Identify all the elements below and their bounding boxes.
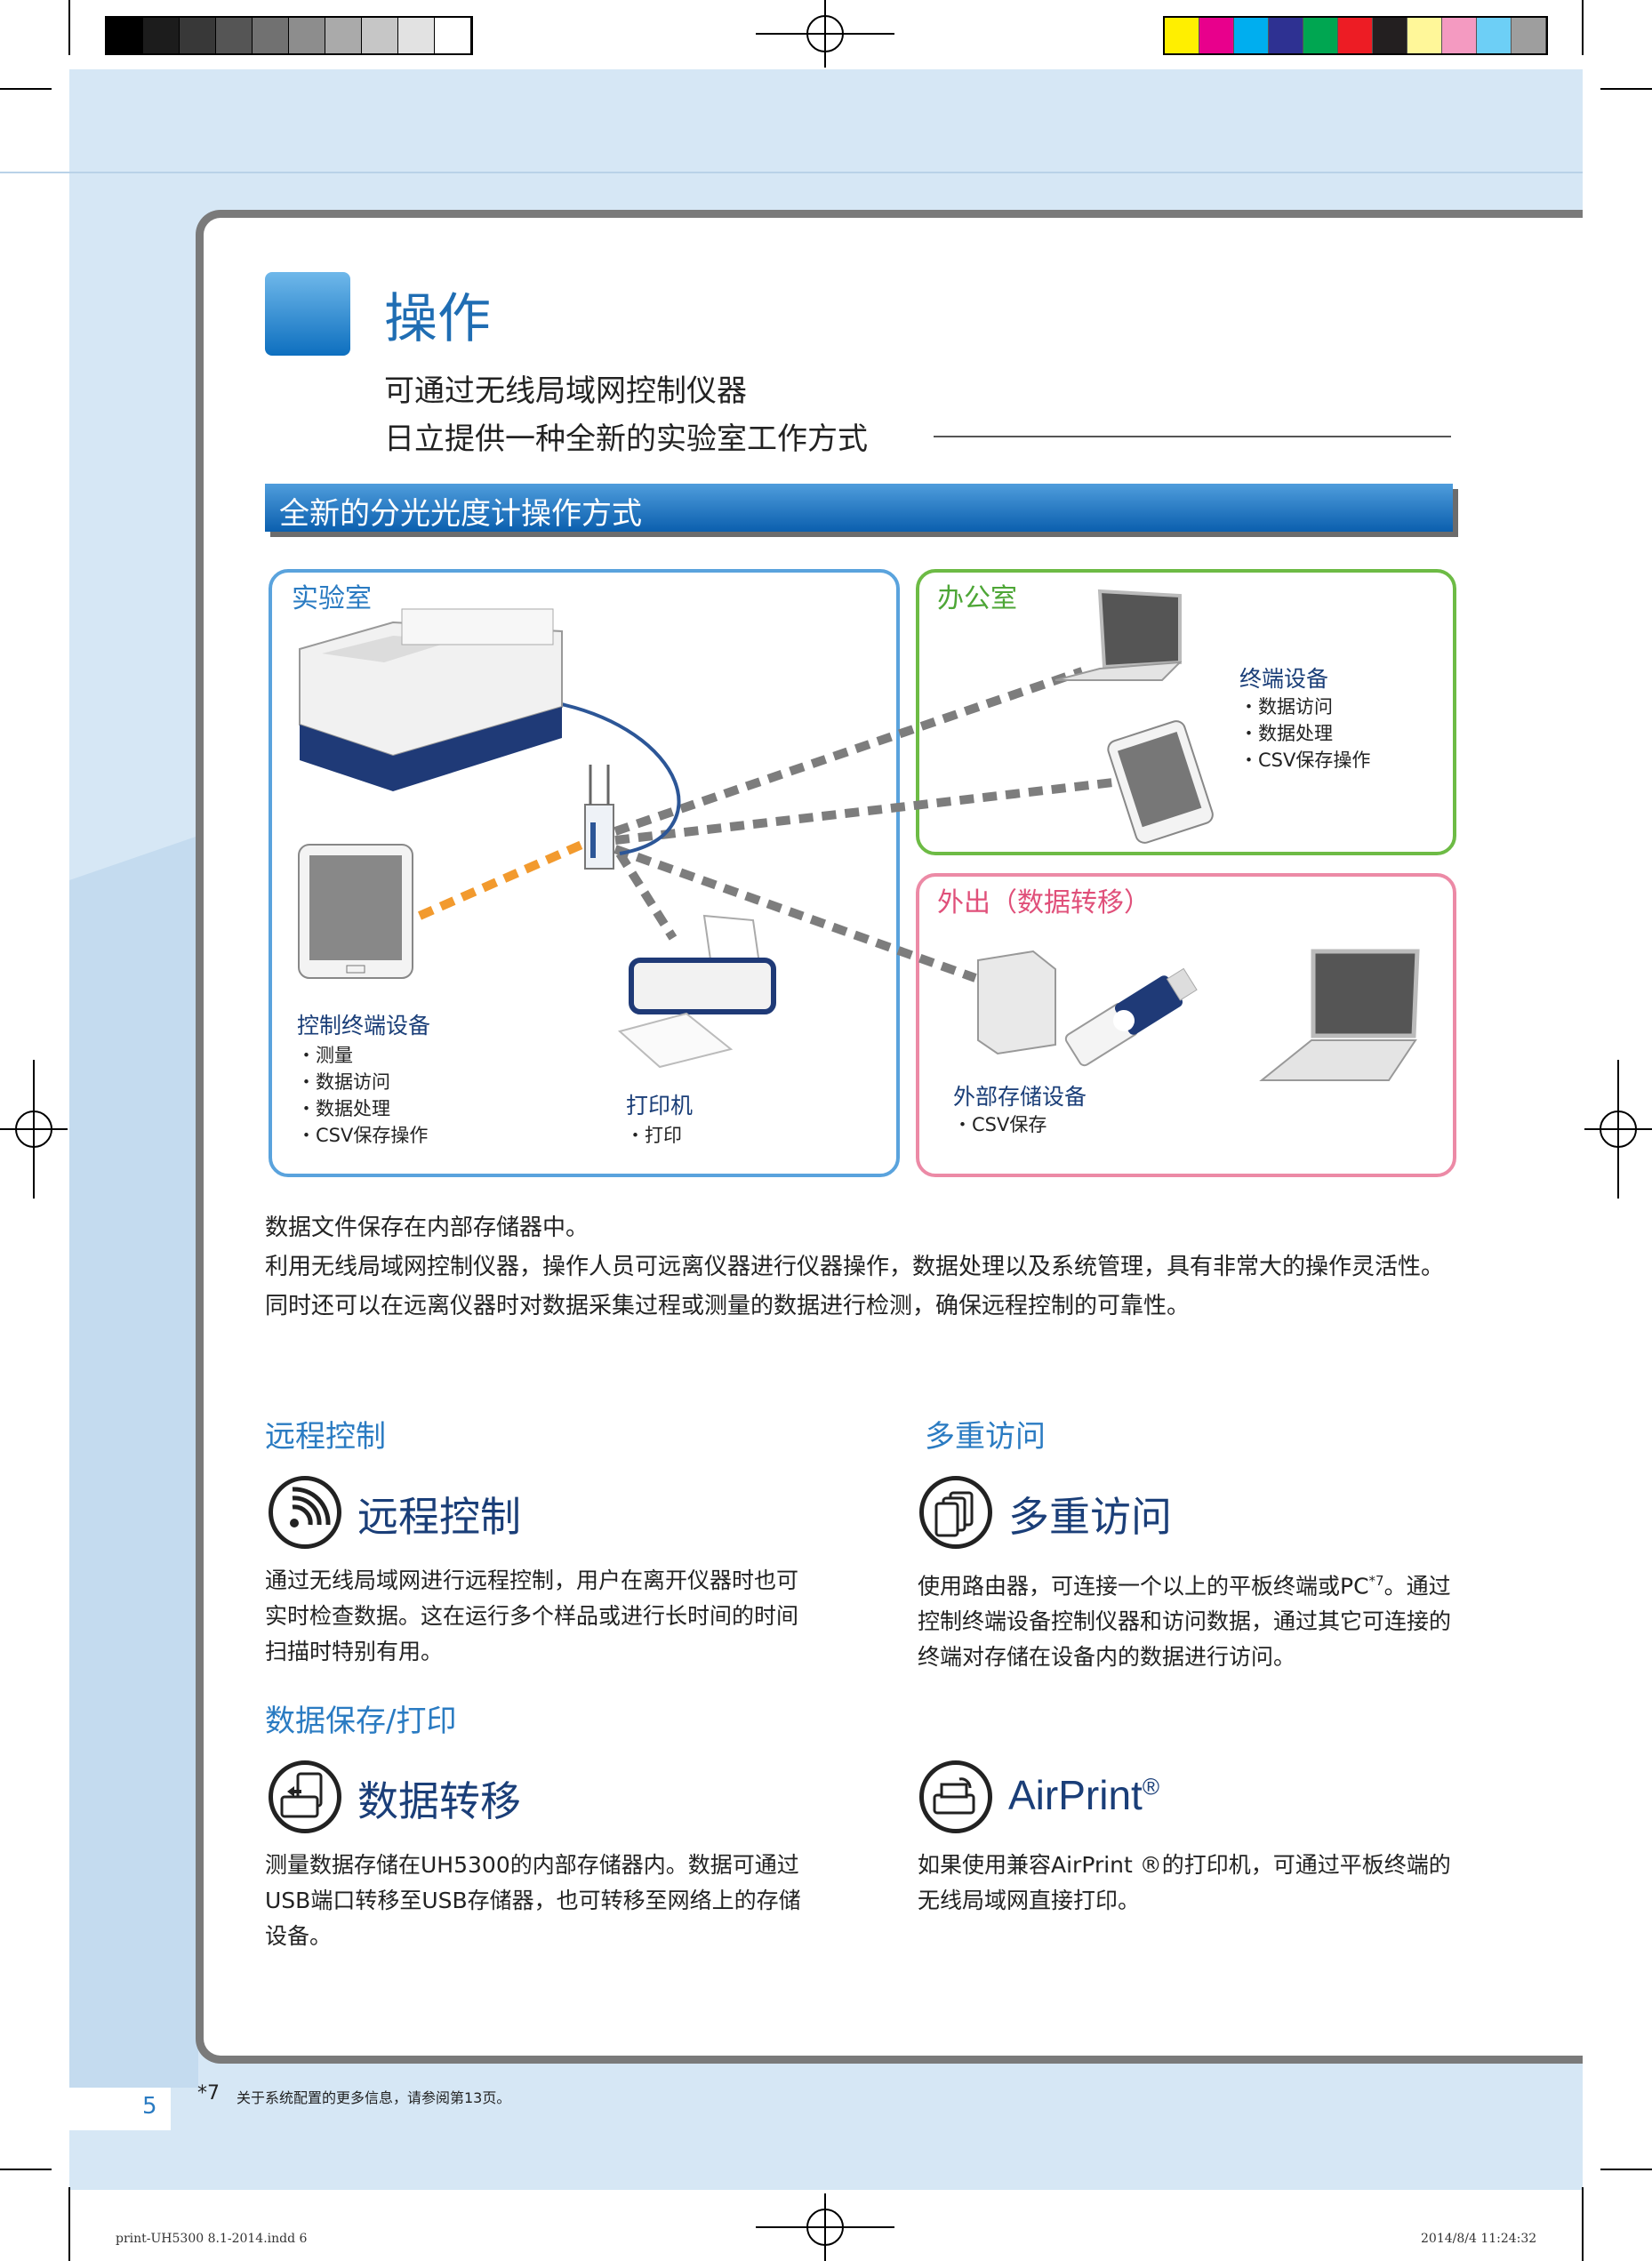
usb-stick-illustration xyxy=(1064,967,1198,1067)
subtitle-rule xyxy=(934,436,1451,437)
gray-swatch-7 xyxy=(362,18,398,53)
gray-swatch-8 xyxy=(398,18,435,53)
gray-swatch-0 xyxy=(107,18,143,53)
office-terminal-label: 终端设备 xyxy=(1239,666,1329,692)
multi-body-part-2: 。通过控制终端设备控制仪器和访问数据，通过其它可连接的终端对存储在设备内的数据进… xyxy=(918,1573,1452,1671)
multi-section-heading: 多重访问 xyxy=(925,1419,1046,1455)
color-swatch-1 xyxy=(1199,18,1234,53)
gray-swatch-3 xyxy=(216,18,253,53)
color-swatch-2 xyxy=(1234,18,1269,53)
multi-body: 使用路由器，可连接一个以上的平板终端或PC*7。通过控制终端设备控制仪器和访问数… xyxy=(918,1563,1462,1675)
color-swatch-8 xyxy=(1442,18,1477,53)
intro-paragraph-3: 同时还可以在远离仪器时对数据采集过程或测量的数据进行检测，确保远程控制的可靠性。 xyxy=(265,1293,1191,1319)
gray-calibration-bar xyxy=(105,16,473,55)
wifi-router-illustration xyxy=(584,765,614,870)
outside-title: 外出（数据转移） xyxy=(937,887,1151,918)
left-band-shade xyxy=(69,836,198,2088)
gray-swatch-6 xyxy=(325,18,362,53)
transfer-section-heading: 数据保存/打印 xyxy=(265,1704,457,1739)
section-banner: 全新的分光光度计操作方式 xyxy=(265,484,1453,532)
remote-section-heading: 远程控制 xyxy=(265,1419,386,1455)
lab-title: 实验室 xyxy=(292,583,372,614)
outside-laptop-illustration xyxy=(1259,949,1420,1081)
office-title: 办公室 xyxy=(937,583,1017,614)
airprint-title-text: AirPrint xyxy=(1008,1772,1143,1818)
color-swatch-9 xyxy=(1477,18,1512,53)
wifi-signal-icon xyxy=(269,1476,341,1549)
office-laptop-illustration xyxy=(1055,589,1183,681)
outside-box xyxy=(916,873,1456,1177)
multi-footnote-ref: *7 xyxy=(1368,1573,1384,1589)
airprint-title: AirPrint® xyxy=(1008,1771,1159,1819)
multi-title: 多重访问 xyxy=(1008,1493,1172,1541)
printer-bullets: ・打印 xyxy=(626,1125,682,1146)
intro-paragraph-2: 利用无线局域网控制仪器，操作人员可远离仪器进行仪器操作，数据处理以及系统管理，具… xyxy=(265,1254,1445,1280)
spectrophotometer-illustration xyxy=(299,608,563,795)
multi-tablet-icon xyxy=(919,1476,992,1549)
control-tablet-illustration xyxy=(298,844,413,979)
subtitle-line-1: 可通过无线局域网控制仪器 xyxy=(384,373,747,409)
data-transfer-icon xyxy=(269,1760,341,1833)
storage-bullets: ・CSV保存 xyxy=(953,1114,1047,1135)
color-swatch-5 xyxy=(1338,18,1373,53)
color-swatch-3 xyxy=(1269,18,1303,53)
gray-swatch-2 xyxy=(180,18,216,53)
office-box xyxy=(916,569,1456,855)
office-terminal-bullets: ・数据访问 ・数据处理 ・CSV保存操作 xyxy=(1239,696,1371,771)
header-divider xyxy=(0,172,1583,173)
footnote-mark: *7 xyxy=(197,2082,220,2105)
color-swatch-7 xyxy=(1407,18,1442,53)
transfer-body: 测量数据存储在UH5300的内部存储器内。数据可通过USB端口转移至USB存储器… xyxy=(265,1852,801,1949)
print-slug-filename: print-UH5300 8.1-2014.indd 6 xyxy=(116,2232,308,2246)
link-control-tablet xyxy=(417,831,605,920)
banner-text: 全新的分光光度计操作方式 xyxy=(279,496,642,532)
color-swatch-4 xyxy=(1303,18,1338,53)
remote-title: 远程控制 xyxy=(357,1493,521,1541)
remote-body: 通过无线局域网进行远程控制，用户在离开仪器时也可实时检查数据。这在运行多个样品或… xyxy=(265,1567,799,1664)
footnote-text: 关于系统配置的更多信息，请参阅第13页。 xyxy=(237,2089,511,2106)
office-tablet-illustration xyxy=(1107,720,1214,844)
multi-body-part-1: 使用路由器，可连接一个以上的平板终端或PC xyxy=(918,1573,1369,1600)
page-number-box xyxy=(69,2088,171,2130)
control-terminal-bullets: ・测量 ・数据访问 ・数据处理 ・CSV保存操作 xyxy=(297,1045,429,1146)
printer-label: 打印机 xyxy=(626,1093,694,1118)
gray-swatch-9 xyxy=(435,18,471,53)
link-storage xyxy=(613,845,977,982)
printer-wifi-icon xyxy=(919,1760,992,1833)
gray-swatch-5 xyxy=(289,18,325,53)
transfer-title: 数据转移 xyxy=(357,1777,521,1825)
subtitle-line-2: 日立提供一种全新的实验室工作方式 xyxy=(384,421,868,457)
color-swatch-6 xyxy=(1373,18,1407,53)
section-marker xyxy=(265,272,350,356)
network-illustration xyxy=(298,589,1420,1081)
page-number: 5 xyxy=(142,2093,157,2120)
link-printer xyxy=(615,851,678,941)
lab-box xyxy=(269,569,900,1177)
gray-swatch-4 xyxy=(253,18,289,53)
external-storage-illustration xyxy=(977,950,1056,1055)
storage-label: 外部存储设备 xyxy=(953,1084,1087,1110)
printer-illustration xyxy=(617,914,776,1069)
gray-swatch-1 xyxy=(143,18,180,53)
link-office-tablet xyxy=(614,778,1114,845)
page-title: 操作 xyxy=(384,288,491,350)
color-swatch-10 xyxy=(1512,18,1546,53)
control-terminal-label: 控制终端设备 xyxy=(297,1013,431,1038)
color-calibration-bar xyxy=(1163,16,1548,55)
intro-paragraph-1: 数据文件保存在内部存储器中。 xyxy=(265,1215,589,1241)
color-swatch-0 xyxy=(1165,18,1199,53)
link-laptop xyxy=(613,667,1084,836)
airprint-body: 如果使用兼容AirPrint ®的打印机，可通过平板终端的无线局域网直接打印。 xyxy=(918,1852,1451,1913)
print-slug-timestamp: 2014/8/4 11:24:32 xyxy=(1421,2232,1537,2246)
airprint-registered-mark: ® xyxy=(1142,1773,1159,1800)
